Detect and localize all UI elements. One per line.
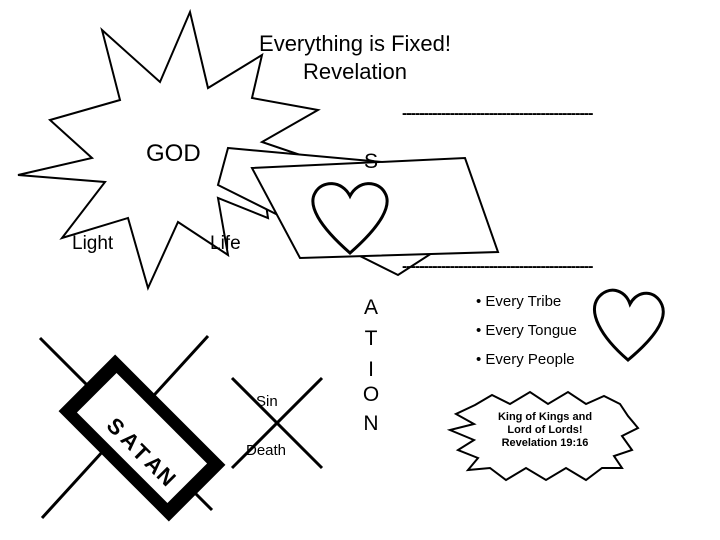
heart-icon bbox=[311, 182, 389, 255]
king-badge-line1: King of Kings and bbox=[497, 411, 593, 423]
king-badge-line3: Revelation 19:16 bbox=[501, 437, 589, 449]
vertical-letter-i: I bbox=[368, 358, 374, 381]
king-badge-line2: Lord of Lords! bbox=[507, 424, 583, 436]
small-cross-line-2 bbox=[230, 376, 324, 470]
page-title-line1: Everything is Fixed! bbox=[259, 31, 451, 56]
bullet-every-tribe: • Every Tribe bbox=[476, 293, 562, 310]
vertical-letter-o: O bbox=[362, 383, 380, 406]
life-label: Life bbox=[210, 233, 241, 254]
king-badge-starburst bbox=[446, 390, 640, 482]
death-label: Death bbox=[246, 442, 287, 459]
dashed-line-top: ----------------------------------------… bbox=[402, 105, 593, 122]
light-label: Light bbox=[72, 233, 114, 254]
heart-icon-right bbox=[593, 288, 665, 362]
vertical-letter-t: T bbox=[364, 327, 378, 350]
s-letter: S bbox=[364, 150, 379, 173]
king-badge-text: King of Kings and Lord of Lords! Revelat… bbox=[470, 411, 620, 450]
bullet-every-people: • Every People bbox=[476, 351, 575, 368]
vertical-letter-a: A bbox=[363, 296, 378, 319]
vertical-letter-n: N bbox=[363, 412, 379, 435]
bullet-every-tongue: • Every Tongue bbox=[476, 322, 577, 339]
dashed-line-bottom: ----------------------------------------… bbox=[402, 258, 593, 275]
page-title-line2: Revelation bbox=[303, 59, 407, 84]
satan-box bbox=[58, 354, 226, 522]
sin-label: Sin bbox=[256, 393, 278, 410]
god-label: GOD bbox=[146, 140, 201, 167]
